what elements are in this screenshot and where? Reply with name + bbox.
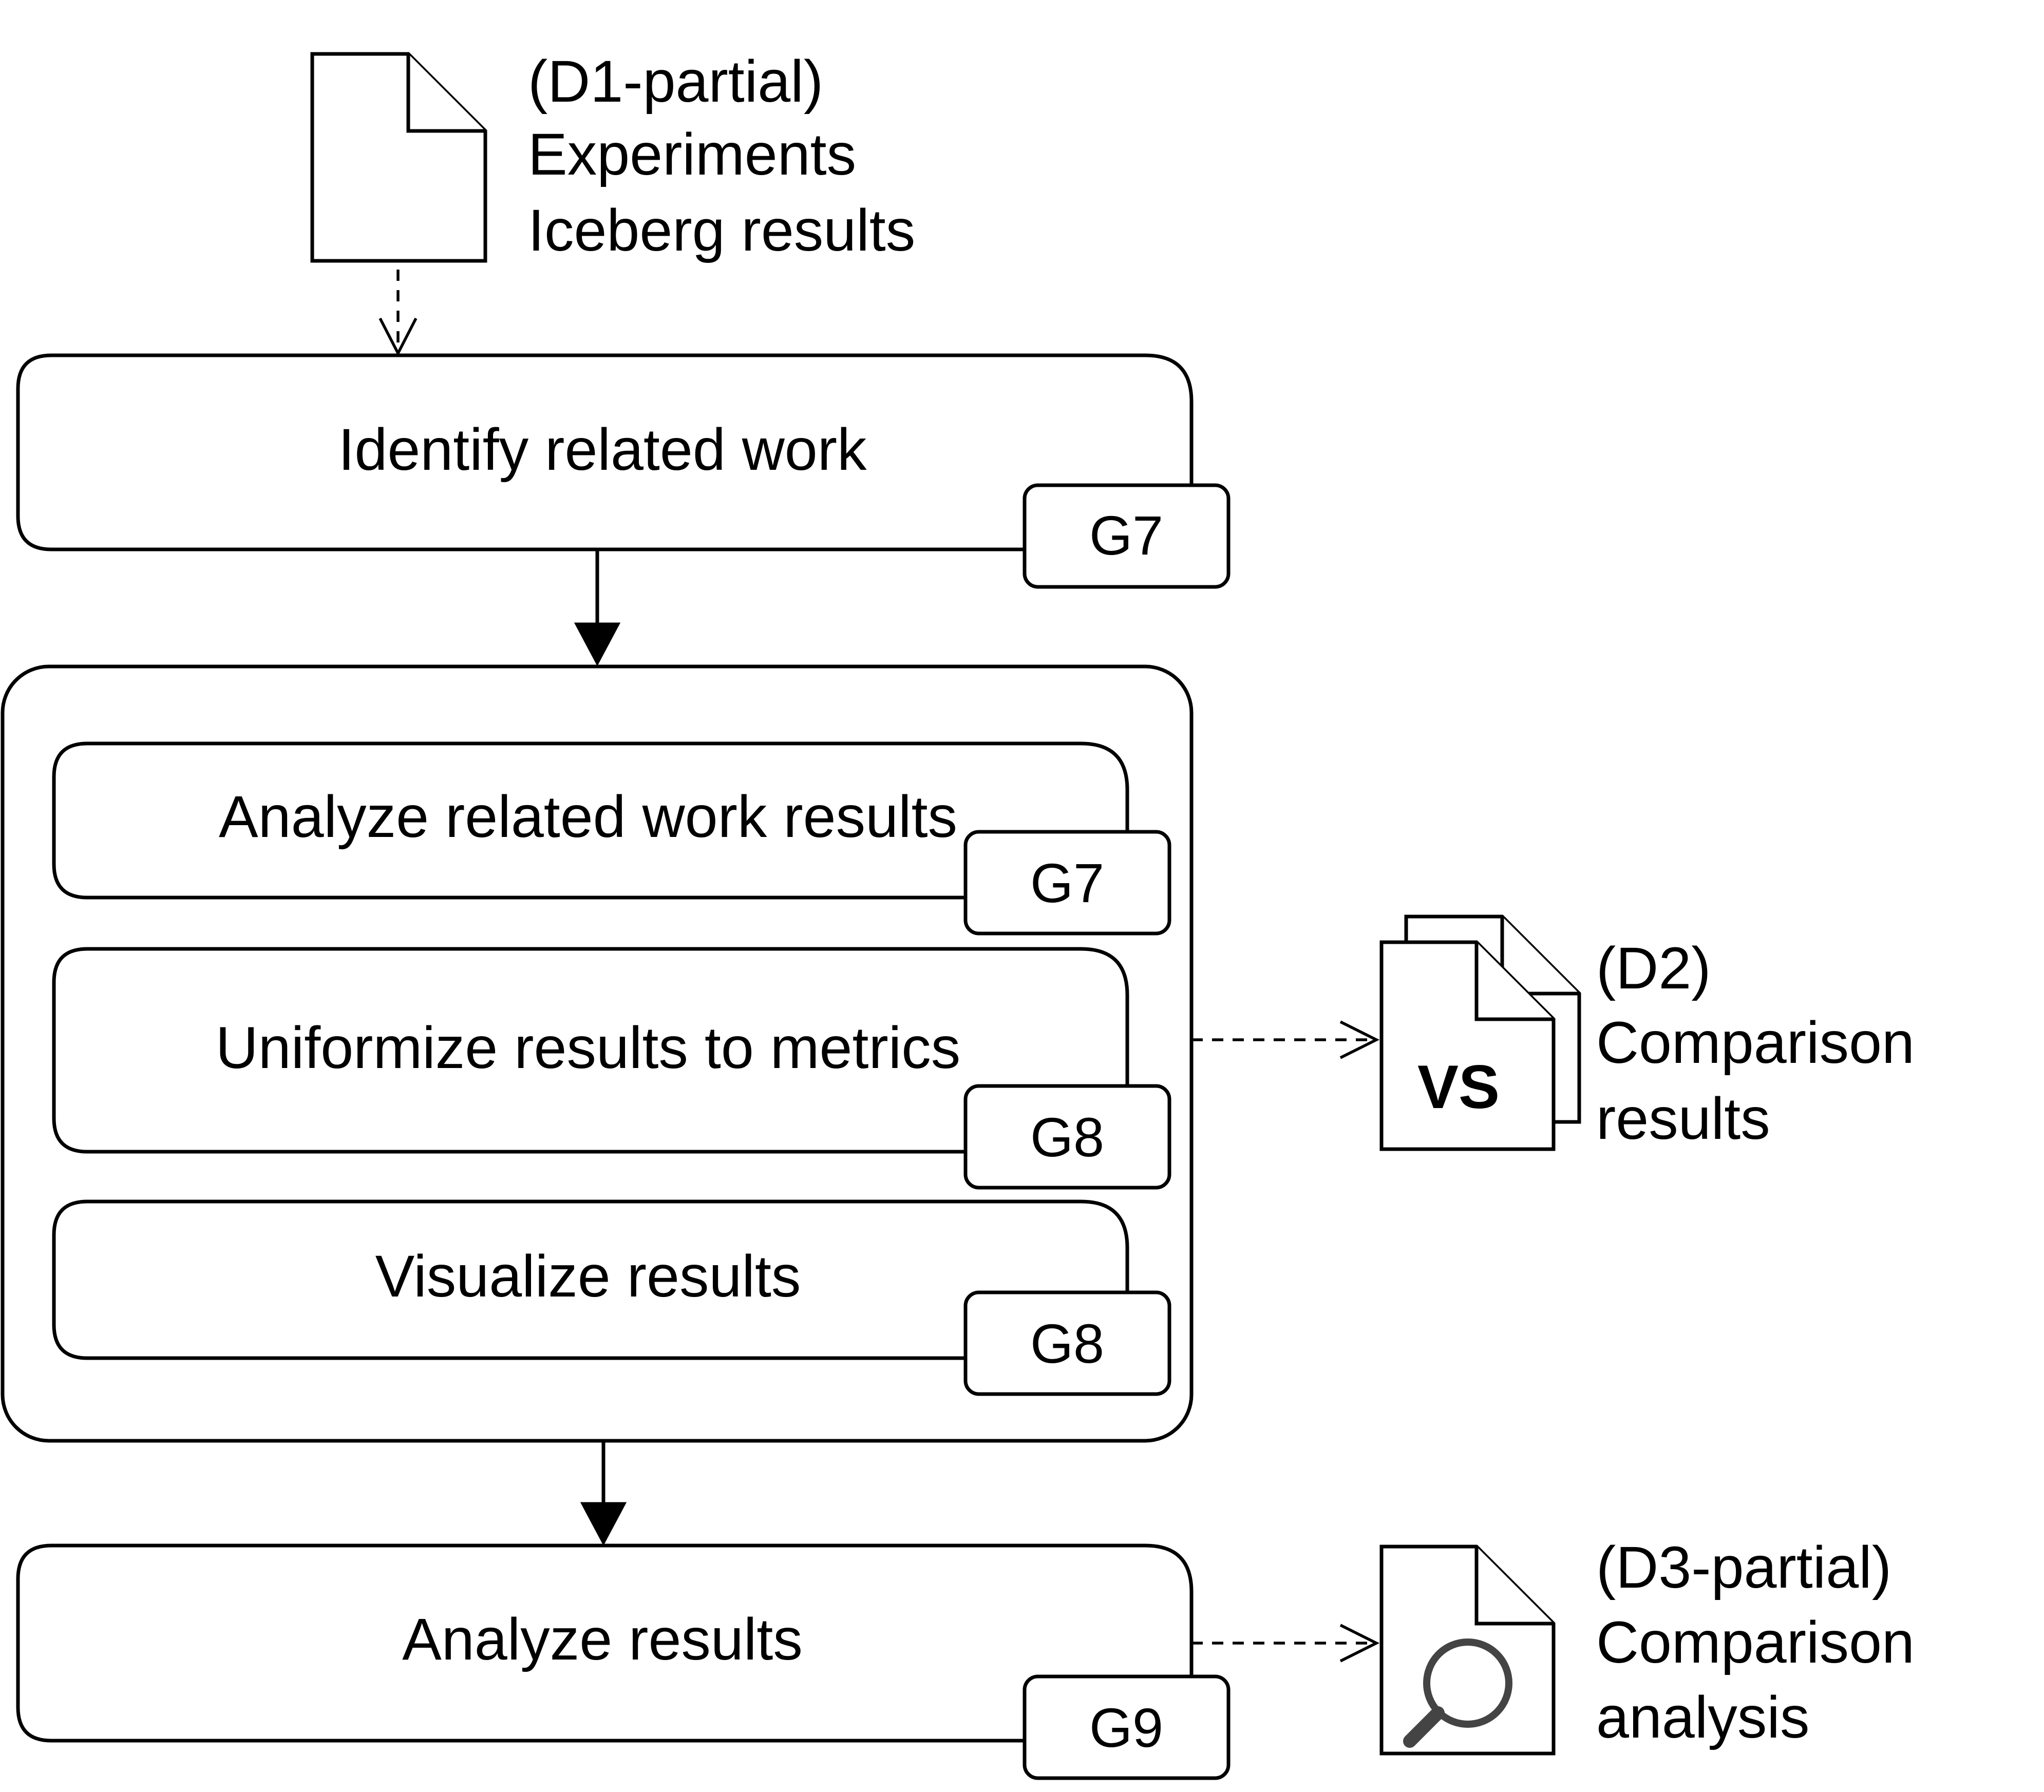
analyze-related-tag-label: G7 bbox=[1030, 852, 1104, 914]
d1-label-line-1: (D1-partial) bbox=[528, 49, 823, 115]
magnifier-lens bbox=[1423, 1638, 1512, 1728]
uniformize-tag: G8 bbox=[963, 1084, 1171, 1190]
uniformize-label: Uniformize results to metrics bbox=[216, 1015, 961, 1081]
d3-label-line-3: analysis bbox=[1596, 1685, 1809, 1750]
d1-label-line-3: Iceberg results bbox=[528, 198, 915, 263]
d2-label-line-2: Comparison bbox=[1596, 1010, 1915, 1076]
visualize-tag-label: G8 bbox=[1030, 1312, 1104, 1375]
analyze-label: Analyze results bbox=[402, 1607, 803, 1672]
d3-label-line-1: (D3-partial) bbox=[1596, 1535, 1891, 1600]
magnifier-handle bbox=[1403, 1706, 1445, 1748]
step-analyze-related-work-results[interactable]: Analyze related work results G7 bbox=[52, 741, 1171, 936]
d3-label-line-2: Comparison bbox=[1596, 1610, 1915, 1675]
group-to-analyze-arrow bbox=[580, 1441, 627, 1546]
analyze-to-d3-arrow bbox=[1191, 1624, 1380, 1663]
analyze-related-label: Analyze related work results bbox=[219, 784, 957, 850]
identify-tag: G7 bbox=[1023, 483, 1231, 589]
analyze-tag: G9 bbox=[1023, 1674, 1231, 1780]
d2-label-line-1: (D2) bbox=[1596, 936, 1711, 1001]
identify-to-group-arrow bbox=[574, 549, 621, 666]
visualize-tag: G8 bbox=[963, 1290, 1171, 1396]
stacked-document-icon: VS bbox=[1379, 914, 1581, 1151]
analyze-related-tag: G7 bbox=[963, 830, 1171, 936]
group-to-d2-arrow bbox=[1191, 1020, 1380, 1059]
d1-document: (D1-partial) Experiments Iceberg results bbox=[310, 49, 915, 263]
analyze-tag-label: G9 bbox=[1089, 1696, 1163, 1759]
identify-label: Identify related work bbox=[338, 417, 867, 483]
visualize-label: Visualize results bbox=[375, 1244, 801, 1309]
d2-icon-text: VS bbox=[1417, 1053, 1500, 1121]
step-uniformize-results[interactable]: Uniformize results to metrics G8 bbox=[52, 947, 1171, 1190]
magnifier-document-icon bbox=[1379, 1545, 1556, 1756]
d1-document-icon bbox=[310, 52, 487, 263]
uniformize-tag-label: G8 bbox=[1030, 1106, 1104, 1168]
d3-document: (D3-partial) Comparison analysis bbox=[1379, 1535, 1915, 1756]
d2-label-line-3: results bbox=[1596, 1086, 1770, 1152]
d1-document-fold bbox=[406, 54, 485, 133]
step-visualize-results[interactable]: Visualize results G8 bbox=[52, 1199, 1171, 1396]
d1-label-line-2: Experiments bbox=[528, 122, 856, 187]
step-identify-related-work[interactable]: Identify related work G7 bbox=[16, 353, 1231, 589]
d1-to-identify-arrow bbox=[378, 270, 418, 357]
d2-document: VS (D2) Comparison results bbox=[1379, 914, 1915, 1152]
step-analyze-results[interactable]: Analyze results G9 bbox=[16, 1543, 1231, 1780]
identify-tag-label: G7 bbox=[1089, 504, 1163, 566]
